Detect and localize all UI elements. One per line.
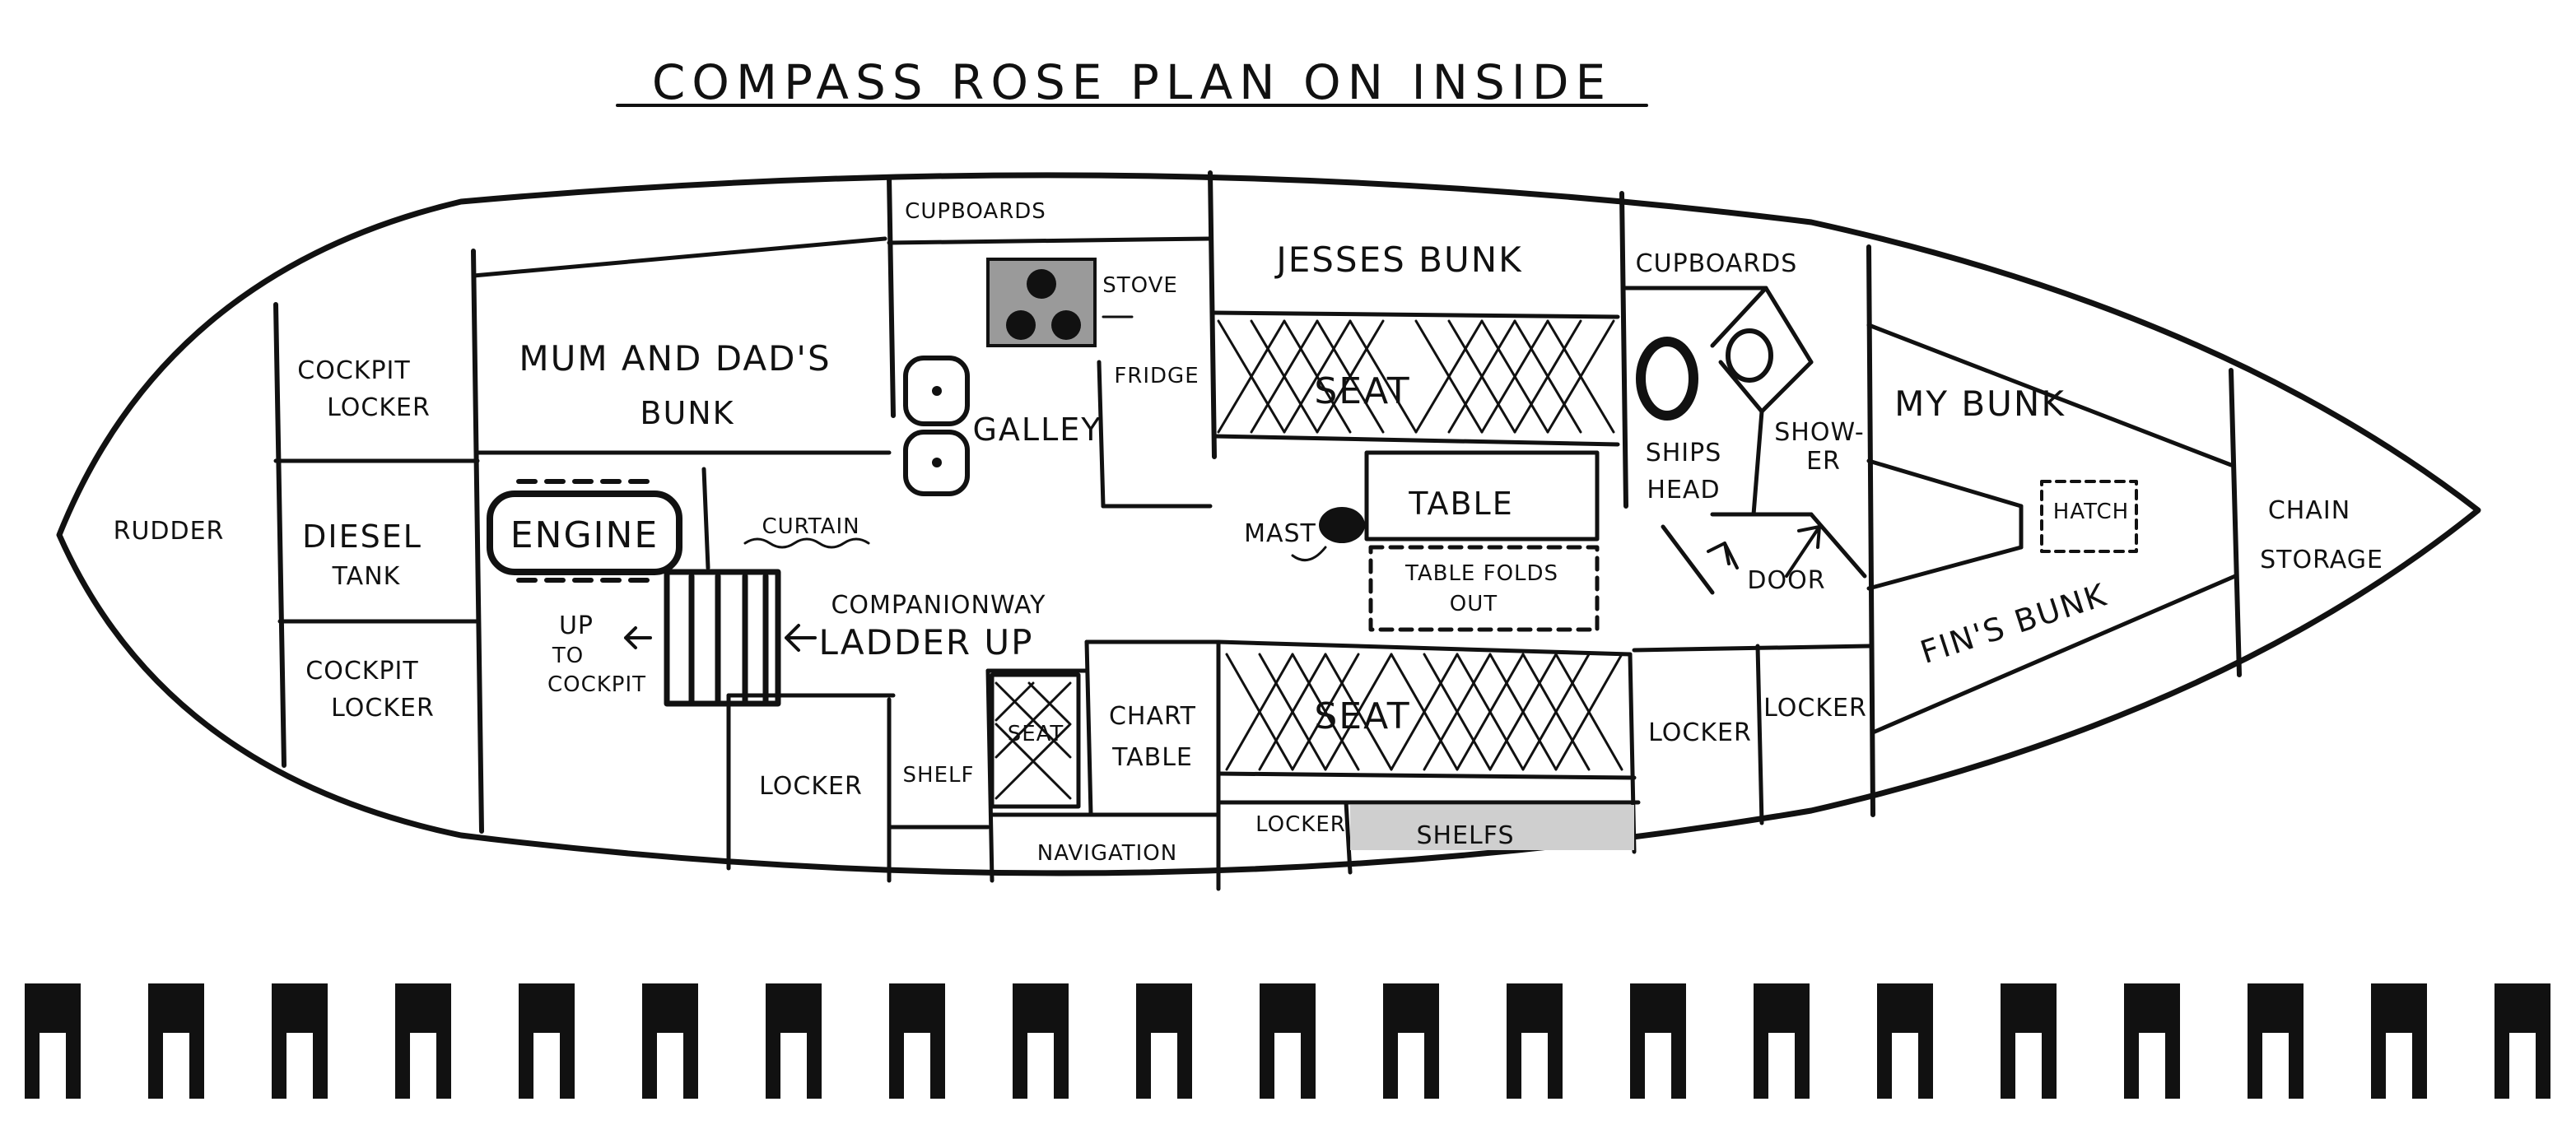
label-engine: ENGINE (510, 514, 659, 556)
companionway-ladder (664, 569, 781, 707)
label-door: DOOR (1747, 566, 1825, 595)
binding-tab (1383, 983, 1439, 1099)
binding-tab (1754, 983, 1810, 1099)
binding-tab (889, 983, 945, 1099)
mast-marker (1319, 507, 1365, 543)
label-fridge: FRIDGE (1114, 364, 1199, 388)
binding-tab (519, 983, 575, 1099)
stove-burner-3 (1051, 310, 1081, 340)
binding-tab (766, 983, 822, 1099)
binding-tab (2001, 983, 2057, 1099)
binding-tab (25, 983, 81, 1099)
label-mum-dad-bunk-2: BUNK (640, 395, 734, 431)
label-hatch: HATCH (2053, 500, 2129, 524)
label-diesel-tank: DIESEL (302, 518, 422, 555)
label-mast: MAST (1244, 519, 1316, 548)
sink-2 (903, 430, 970, 496)
label-seat-nav: SEAT (1008, 722, 1064, 746)
label-my-bunk: MY BUNK (1894, 384, 2066, 424)
binding-tab (2124, 983, 2180, 1099)
stove-burner-1 (1027, 269, 1056, 299)
label-table: TABLE (1408, 486, 1514, 522)
label-mum-dad-bunk: MUM AND DAD'S (519, 338, 831, 379)
label-cupboards-head: CUPBOARDS (1636, 249, 1798, 278)
binding-tab (148, 983, 204, 1099)
label-up-to-cockpit: UP (559, 611, 594, 640)
label-locker-aft: LOCKER (759, 772, 863, 801)
curtain-wave (743, 537, 870, 549)
binding-tab (1877, 983, 1933, 1099)
label-ladder-up: LADDER UP (819, 622, 1034, 662)
seat-hatching (990, 319, 1623, 809)
partitions (273, 236, 2238, 891)
binding-tab (642, 983, 698, 1099)
binding-tab (1013, 983, 1069, 1099)
label-curtain: CURTAIN (762, 514, 859, 539)
label-ships-head-2: HEAD (1647, 476, 1720, 504)
mast-arrow (1291, 546, 1327, 562)
label-jesses-bunk: JESSES BUNK (1274, 239, 1522, 280)
label-chain-storage: CHAIN (2268, 496, 2350, 525)
toilet (1636, 337, 1698, 421)
label-diesel-tank-2: TANK (332, 562, 401, 591)
sink-1 (903, 356, 970, 426)
label-up-to-cockpit-2: TO (552, 644, 584, 668)
label-navigation: NAVIGATION (1037, 841, 1177, 866)
label-chart-table-2: TABLE (1111, 743, 1193, 772)
label-cockpit-locker-top-2: LOCKER (327, 393, 431, 422)
binding-tab (2371, 983, 2427, 1099)
stove-burner-2 (1006, 310, 1036, 340)
label-shelf: SHELF (903, 763, 975, 788)
label-cockpit-locker-bottom: COCKPIT (305, 657, 418, 686)
label-cockpit-locker-top: COCKPIT (297, 356, 410, 385)
bulkheads (273, 170, 2242, 834)
label-shelfs: SHELFS (1416, 821, 1514, 850)
label-table-folds-out-2: OUT (1450, 592, 1498, 616)
label-seat-upper: SEAT (1314, 370, 1410, 412)
labels: RUDDER COCKPIT LOCKER DIESEL TANK COCKPI… (114, 199, 2383, 866)
companionway-arrow (785, 624, 817, 652)
engine-box (487, 490, 682, 575)
label-seat-lower: SEAT (1314, 695, 1410, 737)
label-locker-mid: LOCKER (1648, 718, 1752, 747)
label-shower-2: ER (1806, 447, 1841, 476)
door-arrow-2 (1785, 525, 1821, 578)
binding-tab (2248, 983, 2303, 1099)
binding-tab (395, 983, 451, 1099)
label-ships-head: SHIPS (1646, 439, 1722, 467)
door-arrow-1 (1707, 542, 1739, 570)
hatch-outline (2040, 480, 2138, 553)
label-chart-table: CHART (1109, 702, 1196, 731)
label-stove: STOVE (1102, 273, 1178, 298)
binding-tab (2494, 983, 2550, 1099)
label-locker-fwd: LOCKER (1763, 694, 1867, 723)
diagram-title: COMPASS ROSE PLAN ON INSIDE (652, 54, 1612, 110)
curtain-line (701, 467, 710, 570)
label-shower: SHOW- (1774, 418, 1865, 447)
label-companionway: COMPANIONWAY (831, 591, 1046, 620)
binding-tab (272, 983, 328, 1099)
sink-2-drain (932, 458, 942, 467)
label-locker-small: LOCKER (1255, 812, 1346, 837)
label-up-to-cockpit-3: COCKPIT (547, 672, 646, 697)
label-cupboards-galley: CUPBOARDS (905, 199, 1046, 224)
binding-tab (1507, 983, 1563, 1099)
sink-1-drain (932, 386, 942, 396)
binding-tab (1136, 983, 1192, 1099)
binding-tab (1260, 983, 1316, 1099)
hull-outline (56, 172, 2481, 876)
binding-tab (1630, 983, 1686, 1099)
label-rudder: RUDDER (114, 517, 225, 546)
binding-strip (25, 983, 2550, 1099)
label-table-folds-out: TABLE FOLDS (1404, 561, 1558, 586)
up-cockpit-arrow (624, 626, 652, 649)
shelfs-shading (1350, 805, 1634, 850)
label-chain-storage-2: STORAGE (2260, 546, 2383, 574)
label-fins-bunk: FIN'S BUNK (1916, 576, 2111, 671)
label-galley: GALLEY (972, 411, 1102, 448)
table-folds-outline (1368, 545, 1600, 632)
shower-fixture (1726, 328, 1773, 383)
label-cockpit-locker-bottom-2: LOCKER (331, 694, 435, 723)
